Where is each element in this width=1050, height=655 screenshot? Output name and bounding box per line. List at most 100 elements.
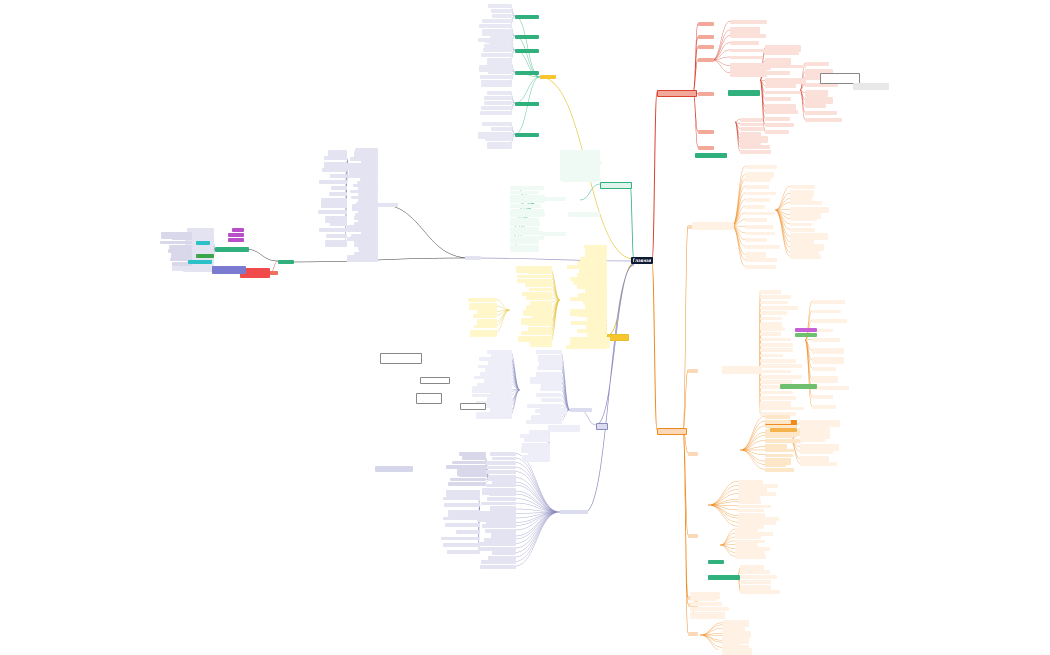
sub-node-green[interactable] — [568, 212, 600, 217]
leaf-node[interactable] — [525, 283, 552, 287]
leaf-node[interactable] — [760, 364, 802, 368]
leaf-node[interactable] — [480, 565, 516, 569]
leaf-node[interactable] — [528, 323, 552, 327]
leaf-node[interactable] — [765, 71, 790, 75]
leaf-node[interactable] — [492, 457, 517, 461]
leaf-node[interactable] — [520, 434, 550, 438]
leaf-node[interactable] — [760, 317, 782, 321]
leaf-node[interactable] — [760, 354, 783, 358]
leaf-node[interactable] — [510, 227, 539, 231]
leaf-node[interactable] — [443, 517, 480, 521]
sub-node-green[interactable] — [540, 232, 566, 236]
sub-node-red[interactable] — [698, 92, 714, 96]
status-node-green[interactable] — [515, 133, 539, 137]
leaf-node[interactable] — [730, 20, 767, 24]
sub-node-orange[interactable] — [688, 534, 698, 538]
leaf-node[interactable] — [482, 524, 516, 528]
sub-node-yellow[interactable] — [570, 337, 610, 348]
leaf-node[interactable] — [812, 386, 849, 390]
leaf-node[interactable] — [324, 156, 347, 160]
leaf-node[interactable] — [765, 65, 806, 69]
leaf-node[interactable] — [740, 580, 771, 584]
leaf-node[interactable] — [745, 205, 765, 209]
leaf-node[interactable] — [510, 204, 541, 208]
leaf-node[interactable] — [760, 306, 798, 310]
leaf-node[interactable] — [510, 186, 544, 190]
leaf-node[interactable] — [760, 396, 796, 400]
leaf-node[interactable] — [481, 502, 517, 506]
leaf-node[interactable] — [812, 338, 840, 342]
leaf-node[interactable] — [473, 314, 497, 318]
leaf-node[interactable] — [481, 80, 512, 87]
leaf-node[interactable] — [527, 270, 553, 274]
leaf-node[interactable] — [478, 38, 512, 42]
leaf-node[interactable] — [526, 420, 563, 424]
leaf-node[interactable] — [536, 393, 562, 397]
leaf-node[interactable] — [800, 438, 825, 442]
leaf-node[interactable] — [735, 532, 773, 536]
leaf-node[interactable] — [738, 500, 761, 504]
leaf-node[interactable] — [812, 367, 836, 371]
leaf-node[interactable] — [745, 172, 774, 179]
leaf-node[interactable] — [484, 96, 512, 100]
leaf-node[interactable] — [483, 48, 513, 52]
leaf-node[interactable] — [450, 478, 486, 482]
leaf-node[interactable] — [740, 590, 780, 594]
sub-node-green[interactable] — [540, 197, 566, 201]
leaf-node[interactable] — [510, 231, 543, 235]
leaf-node[interactable] — [730, 49, 769, 53]
leaf-node[interactable] — [468, 298, 497, 302]
leaf-node[interactable] — [745, 225, 773, 229]
leaf-node[interactable] — [517, 275, 553, 279]
leaf-node[interactable] — [765, 84, 796, 88]
leaf-node[interactable] — [740, 127, 764, 131]
callout-node[interactable] — [380, 353, 422, 364]
sub-node-purple[interactable] — [548, 425, 580, 432]
leaf-node[interactable] — [485, 461, 516, 465]
leaf-node[interactable] — [528, 327, 552, 331]
leaf-node[interactable] — [805, 104, 826, 108]
leaf-node[interactable] — [487, 91, 512, 95]
leaf-node[interactable] — [765, 117, 790, 121]
leaf-node[interactable] — [562, 156, 596, 160]
leaf-node[interactable] — [478, 547, 516, 551]
leaf-node[interactable] — [765, 130, 789, 134]
leaf-node[interactable] — [745, 218, 767, 222]
leaf-node[interactable] — [745, 165, 777, 169]
leaf-node[interactable] — [745, 238, 767, 242]
leaf-node[interactable] — [690, 602, 722, 606]
leaf-node[interactable] — [487, 497, 517, 501]
leaf-node[interactable] — [478, 542, 516, 546]
leaf-node[interactable] — [446, 465, 486, 469]
leaf-node[interactable] — [330, 222, 348, 226]
leaf-node[interactable] — [485, 137, 512, 141]
status-node-cyan[interactable] — [196, 241, 210, 245]
leaf-node[interactable] — [740, 141, 761, 145]
status-node-green[interactable] — [515, 15, 539, 19]
leaf-node[interactable] — [730, 56, 763, 60]
status-node-green[interactable] — [780, 384, 817, 389]
leaf-node[interactable] — [562, 178, 601, 182]
leaf-node[interactable] — [530, 340, 553, 347]
leaf-node[interactable] — [492, 551, 516, 555]
leaf-node[interactable] — [169, 245, 192, 249]
note-node[interactable] — [853, 83, 889, 90]
leaf-node[interactable] — [760, 311, 787, 315]
leaf-node[interactable] — [730, 41, 759, 45]
leaf-node[interactable] — [486, 484, 516, 488]
leaf-node[interactable] — [765, 52, 799, 56]
leaf-node[interactable] — [481, 560, 516, 564]
leaf-node[interactable] — [521, 331, 552, 335]
leaf-node[interactable] — [760, 338, 791, 342]
status-node-green[interactable] — [515, 71, 539, 75]
leaf-node[interactable] — [448, 510, 481, 517]
leaf-node[interactable] — [562, 161, 602, 165]
leaf-node[interactable] — [790, 217, 817, 221]
sub-node-orange[interactable] — [688, 369, 698, 373]
sub-node-lilac[interactable] — [465, 256, 481, 260]
leaf-node[interactable] — [738, 517, 779, 521]
sub-node-orange[interactable] — [692, 222, 734, 230]
leaf-node[interactable] — [738, 509, 764, 513]
leaf-node[interactable] — [319, 180, 347, 184]
